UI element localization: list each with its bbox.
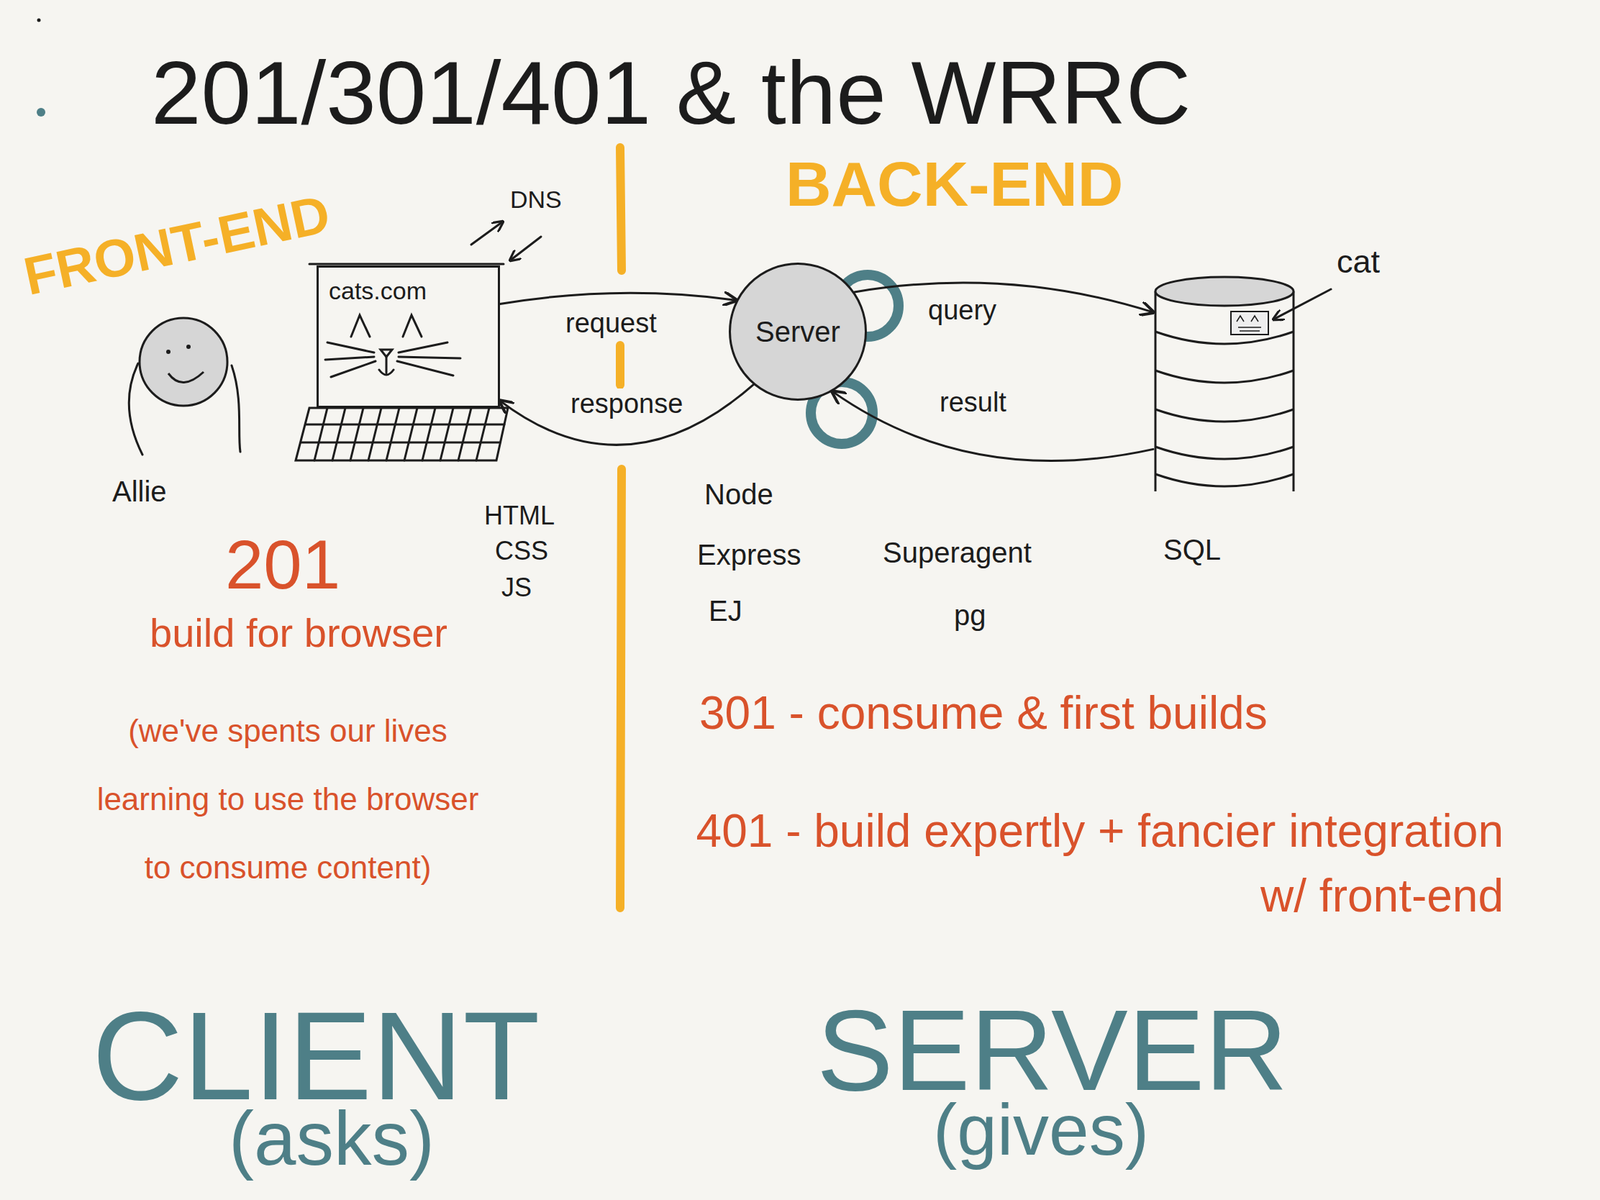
edge-label: result <box>935 387 1011 419</box>
dns-arrow <box>471 221 503 245</box>
record-cat <box>1236 315 1262 331</box>
course-note: build for browser <box>82 610 515 657</box>
divider-segment <box>620 147 622 271</box>
cat-ear <box>351 315 370 337</box>
cylinder-band <box>1155 474 1294 487</box>
keyboard-key <box>404 407 418 461</box>
role-heading: SERVER <box>816 992 1288 1108</box>
server-circle: Server <box>728 262 867 401</box>
diagram-title: 201/301/401 & the WRRC <box>151 43 1191 143</box>
tech-label: Express <box>697 538 802 572</box>
cat-whiskers <box>397 342 461 376</box>
course-number: 201 <box>210 525 355 605</box>
keyboard-key <box>458 407 472 461</box>
node-label: cats.com <box>328 276 488 306</box>
edge-label: request <box>561 307 662 340</box>
cylinder-band <box>1155 370 1294 383</box>
edge-label: query <box>923 294 1001 327</box>
tech-label: HTML <box>484 500 555 531</box>
edge-label: response <box>566 388 688 421</box>
cylinder-outline <box>1153 275 1296 480</box>
tech-label: Superagent <box>882 535 1032 570</box>
face-outline <box>137 315 230 408</box>
dns-arrow <box>510 236 542 261</box>
cylinder-top <box>1155 276 1294 306</box>
cat-mouth <box>379 356 394 375</box>
keyboard-row <box>301 441 500 444</box>
keyboard-key <box>368 407 382 461</box>
cylinder-side <box>1155 291 1294 492</box>
node-label: Allie <box>112 475 167 508</box>
laptop-screen: cats.com <box>316 265 500 408</box>
connector-arrow <box>854 282 1154 313</box>
divider-segment <box>620 469 622 908</box>
section-label: BACK-END <box>785 147 1124 221</box>
face-eye <box>186 344 191 349</box>
node-label: cat <box>1336 243 1380 281</box>
connector-arrow <box>500 292 736 304</box>
course-note: (we've spents our lives learning to use … <box>82 696 493 902</box>
tech-label: pg <box>953 598 987 632</box>
face-eye <box>166 349 171 354</box>
face-circle <box>139 317 228 406</box>
hair-line <box>128 363 143 455</box>
keyboard-key <box>332 407 346 461</box>
course-note: 301 - consume & first builds <box>699 687 1268 741</box>
cylinder-band <box>1155 446 1294 459</box>
tech-label: JS <box>501 572 532 603</box>
keyboard-key <box>422 407 436 461</box>
record-box <box>1230 311 1269 335</box>
course-note: 401 - build expertly + fancier integrati… <box>683 798 1504 929</box>
section-label: FRONT-END <box>18 182 336 308</box>
keyboard-row <box>305 423 505 426</box>
hair-line <box>231 365 241 452</box>
laptop-drawing <box>295 221 1331 461</box>
connector-arrow <box>500 384 754 446</box>
node-label: Server <box>755 315 841 349</box>
cat-ear <box>402 315 422 337</box>
person-face: Allie <box>137 315 230 408</box>
database-cylinder: cat <box>1153 275 1296 480</box>
keyboard-key <box>386 407 400 461</box>
face-smile <box>168 371 204 383</box>
dot <box>37 18 42 23</box>
role-note: (asks) <box>187 1100 476 1177</box>
divider-segment <box>615 345 625 385</box>
role-note: (gives) <box>897 1093 1185 1166</box>
dot <box>36 107 46 117</box>
keyboard <box>295 407 508 461</box>
service-label: DNS <box>510 185 562 214</box>
keyboard-key <box>350 407 364 461</box>
role-heading: CLIENT <box>92 992 540 1119</box>
tech-label: EJ <box>708 594 743 628</box>
tech-label: SQL <box>1163 533 1221 567</box>
keyboard-key <box>314 407 328 461</box>
divider-line <box>620 147 622 908</box>
tech-label: CSS <box>494 535 549 566</box>
keyboard-key <box>440 407 454 461</box>
cat-whiskers <box>325 342 376 377</box>
cylinder-band <box>1155 409 1294 422</box>
cylinder-band <box>1155 331 1294 344</box>
tech-label: Node <box>704 477 774 511</box>
keyboard-key <box>476 407 490 461</box>
